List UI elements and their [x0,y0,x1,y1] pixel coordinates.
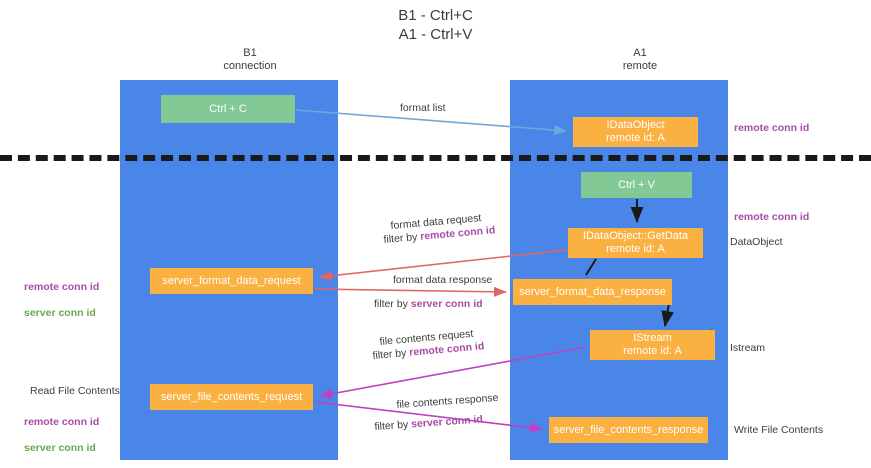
node-server-file-contents-response[interactable]: server_file_contents_response [549,417,708,443]
filter-prefix: filter by [374,298,411,310]
annotation-dataobject: DataObject [730,236,783,248]
column-header-a1: A1 remote [622,47,658,72]
annotation-write-file-contents: Write File Contents [734,424,824,436]
node-idataobject[interactable]: IDataObject remote id: A [573,117,698,147]
node-ctrl-c[interactable]: Ctrl + C [161,95,295,123]
edge-getdata-down [585,258,597,276]
edge-file-contents-request [319,346,587,399]
annotation-remote-conn-id: remote conn id [24,416,100,428]
page-title: B1 - Ctrl+C A1 - Ctrl+V [398,7,473,43]
node-server-file-contents-request[interactable]: server_file_contents_request [150,384,313,410]
annotation-remote-conn-id-top: remote conn id [734,122,810,134]
phase-divider [0,155,871,161]
edge-label-format-data-response-filter: filter by server conn id [374,297,483,311]
filter-prefix: filter by [383,230,421,246]
annotation-conn-ids-top: remote conn id server conn id [24,268,99,333]
filter-key-server-conn-id: server conn id [410,298,483,310]
annotation-read-file-contents: Read File Contents [30,385,120,397]
annotation-server-conn-id: server conn id [24,442,96,454]
annotation-server-conn-id: server conn id [24,307,96,319]
annotation-remote-conn-id-mid: remote conn id [734,211,810,223]
edge-label-format-data-response: format data response [393,274,493,286]
node-idataobject-getdata[interactable]: IDataObject::GetData remote id: A [568,228,703,258]
filter-prefix: filter by [374,418,412,433]
edge-format-data-request [319,249,567,281]
node-server-format-data-response[interactable]: server_format_data_response [513,279,672,305]
annotation-istream: Istream [730,342,766,354]
filter-prefix: filter by [372,346,410,362]
edge-format-data-response [314,286,507,297]
edge-format-list [295,109,567,136]
node-ctrl-v[interactable]: Ctrl + V [581,172,692,198]
edge-file-contents-response [315,401,543,433]
annotation-remote-conn-id: remote conn id [24,281,100,293]
column-header-b1: B1 connection [223,47,277,72]
edge-label-format-list: format list [400,102,446,114]
annotation-conn-ids-bottom: remote conn id server conn id [24,403,99,468]
node-server-format-data-request[interactable]: server_format_data_request [150,268,313,294]
node-istream[interactable]: IStream remote id: A [590,330,715,360]
